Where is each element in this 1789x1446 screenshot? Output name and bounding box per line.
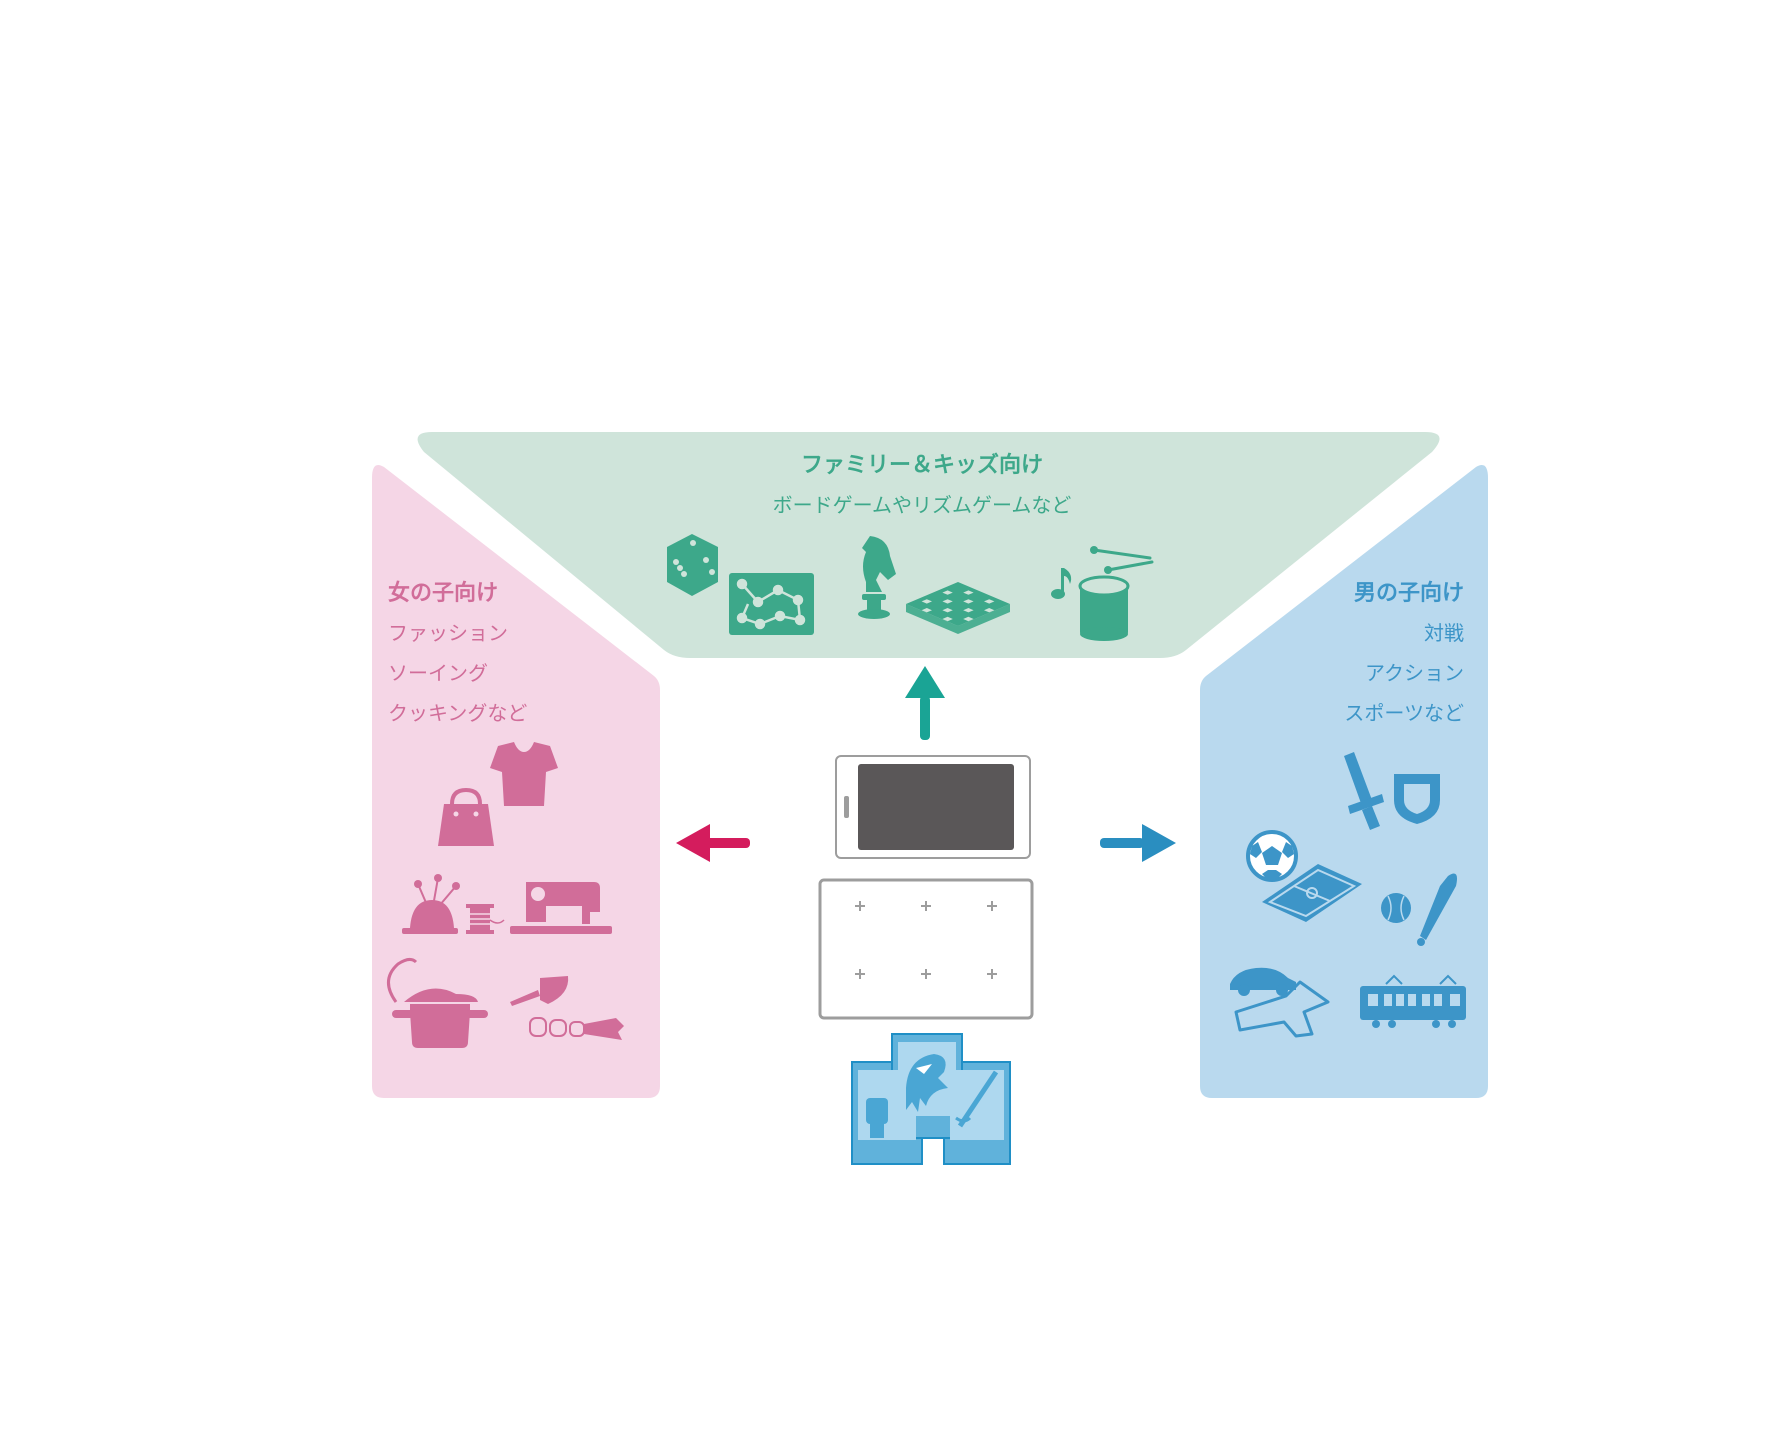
drum-icon (1078, 546, 1154, 641)
girls-line-3: クッキングなど (388, 701, 527, 725)
baseball-bat-icon (1417, 873, 1457, 946)
checkerboard-icon (906, 582, 1010, 634)
arrow-right (1100, 824, 1176, 862)
boys-panel-background (1200, 465, 1488, 1098)
boys-panel: 男の子向け 対戦 アクション スポーツなど (1200, 465, 1488, 1098)
dice-icon (667, 534, 718, 596)
sewing-machine-icon (510, 882, 612, 934)
chess-knight-icon (858, 536, 896, 619)
family-subtitle: ボードゲームやリズムゲームなど (773, 493, 1072, 517)
music-note-icon (1051, 568, 1072, 599)
girls-panel: 女の子向け ファッション ソーイング クッキングなど (372, 465, 660, 1098)
boys-line-3: スポーツなど (1344, 701, 1464, 725)
thread-spool-icon (466, 904, 505, 934)
train-icon (1360, 974, 1466, 1028)
family-panel: ファミリー＆キッズ向け ボードゲームやリズムゲームなど (417, 432, 1440, 658)
tshirt-icon (490, 742, 558, 806)
board-game-map-icon (729, 573, 814, 635)
boys-title: 男の子向け (1354, 580, 1464, 606)
cooking-pot-icon (387, 957, 488, 1048)
race-car-track-icon (1230, 967, 1330, 1038)
shield-icon (1394, 774, 1440, 824)
play-mat-icon (818, 878, 1034, 1020)
handbag-icon (438, 787, 494, 846)
girls-title: 女の子向け (388, 580, 498, 606)
girls-line-1: ファッション (388, 621, 508, 645)
pincushion-icon (402, 874, 460, 934)
arrow-up (905, 666, 945, 740)
family-panel-background (417, 432, 1440, 658)
boys-line-2: アクション (1365, 661, 1464, 685)
soccer-field-icon (1262, 864, 1362, 922)
arrow-left (676, 824, 750, 862)
kitchen-knife-icon (510, 976, 569, 1006)
tablet-icon (835, 755, 1031, 859)
girls-line-2: ソーイング (388, 661, 488, 685)
boys-line-1: 対戦 (1424, 621, 1464, 645)
soccer-ball-icon (1246, 830, 1298, 882)
sword-icon (1344, 752, 1384, 830)
baseball-icon (1381, 893, 1411, 923)
vegetables-icon (529, 1017, 624, 1040)
family-title: ファミリー＆キッズ向け (801, 452, 1043, 478)
trading-cards-icon (851, 1033, 1011, 1165)
